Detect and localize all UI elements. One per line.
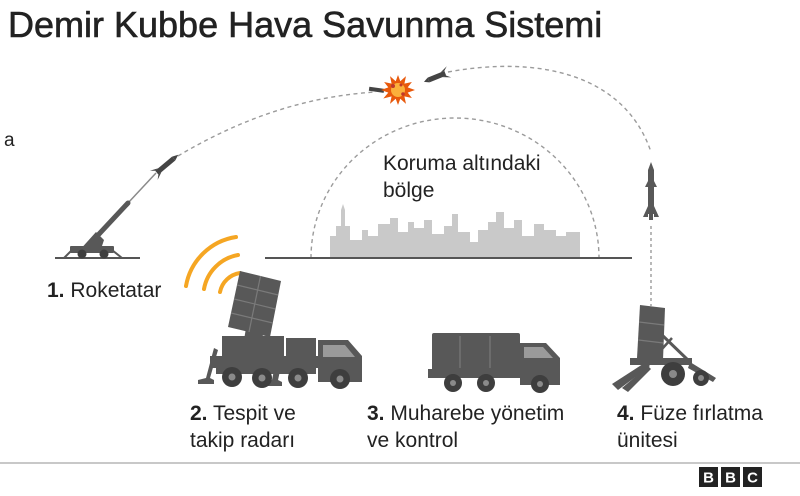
wheel-hub [483, 380, 489, 386]
wheel-hub [228, 373, 236, 381]
logo-block [699, 467, 718, 487]
command-truck-icon [428, 333, 560, 393]
command-box [432, 333, 520, 371]
launcher-box-seam [638, 339, 664, 344]
wheel-hub [537, 381, 543, 387]
component-number: 1. [47, 279, 65, 302]
component-number: 3. [367, 402, 385, 425]
component-label-line1: Roketatar [70, 279, 161, 302]
explosion-icon [381, 75, 415, 105]
deck-equipment [222, 336, 284, 358]
radar-wave-inner [218, 271, 242, 294]
component-label-line2: takip radarı [190, 429, 295, 452]
wheel [77, 249, 87, 259]
interceptor-body [427, 70, 447, 83]
missile-canard [654, 181, 657, 187]
explosion-spark [401, 92, 405, 96]
interceptor-nose [423, 77, 430, 83]
radar-truck-icon [198, 271, 362, 389]
rocket-fragment-icon [368, 86, 385, 93]
wheel-hub [450, 380, 456, 386]
wheel-hub [698, 375, 704, 381]
launcher-leg [63, 249, 73, 259]
launcher-platform [630, 358, 692, 365]
missile-nozzle [649, 214, 653, 220]
bbc-logo: B B C [699, 467, 762, 487]
component-number: 2. [190, 402, 208, 425]
launcher-strut [660, 333, 692, 364]
component-label-3: 3. Muharebe yönetim ve kontrol [367, 402, 570, 452]
protected-zone-label: Koruma altındaki bölge [383, 152, 546, 202]
truck-chassis [428, 369, 560, 378]
wheel-hub [669, 370, 677, 378]
wheel-hub [258, 374, 266, 382]
launcher-box [637, 305, 665, 360]
logo-block [721, 467, 740, 487]
missile-launcher-icon [612, 305, 716, 392]
component-label-line1: Muharebe yönetim [390, 402, 564, 425]
rocket-nose [172, 154, 179, 161]
rocket-launcher-icon [63, 172, 157, 259]
explosion-spark [399, 83, 403, 87]
missile-fin [654, 206, 659, 217]
protected-zone-dome [310, 117, 600, 259]
interceptor-missile-icon [643, 162, 659, 220]
logo-letter: B [725, 470, 736, 487]
logo-block [743, 467, 762, 487]
launcher-leg [622, 366, 651, 392]
cab-window [524, 347, 553, 358]
city-skyline-icon [330, 204, 580, 258]
missile-canard [645, 181, 648, 187]
radar-panel-grid [248, 275, 262, 333]
logo-letter: B [703, 470, 714, 487]
component-label-line2: ünitesi [617, 429, 678, 452]
rocket-trajectory [177, 91, 377, 157]
launcher-box-seam [638, 321, 665, 326]
radar-waves-icon [184, 235, 242, 294]
missile-fin [643, 206, 648, 217]
cab-window [323, 345, 355, 357]
component-label-line1: Tespit ve [213, 402, 296, 425]
logo-letter: C [747, 470, 758, 487]
component-label-1: 1. Roketatar [47, 279, 161, 302]
rocket-body [155, 156, 176, 175]
radar-wave-middle [202, 253, 240, 291]
rocket-fin [149, 168, 159, 171]
interceptor-trajectory [447, 65, 652, 153]
wheel-hub [294, 374, 302, 382]
missile-nose [648, 162, 654, 170]
launch-trail [127, 172, 157, 204]
interceptor-fin [442, 75, 452, 78]
component-number: 4. [617, 402, 635, 425]
rocket-fragment [368, 86, 385, 93]
wheel-hub [336, 375, 344, 383]
missile-body [648, 170, 654, 214]
component-label-2: 2. Tespit ve takip radarı [190, 402, 302, 452]
launcher-leg [612, 362, 650, 390]
launcher-leg [111, 249, 123, 259]
wheel [99, 249, 109, 259]
deck-box [286, 338, 316, 358]
protected-zone-label-line2: bölge [383, 179, 434, 202]
component-label-line1: Füze fırlatma [640, 402, 763, 425]
component-label-line2: ve kontrol [367, 429, 458, 452]
component-label-4: 4. Füze fırlatma ünitesi [617, 402, 769, 452]
explosion-spark [391, 84, 395, 88]
page-title: Demir Kubbe Hava Savunma Sistemi [8, 4, 602, 45]
side-note: a [4, 130, 15, 151]
radar-wave-outer [184, 235, 238, 288]
protected-zone-label-line1: Koruma altındaki [383, 152, 541, 175]
